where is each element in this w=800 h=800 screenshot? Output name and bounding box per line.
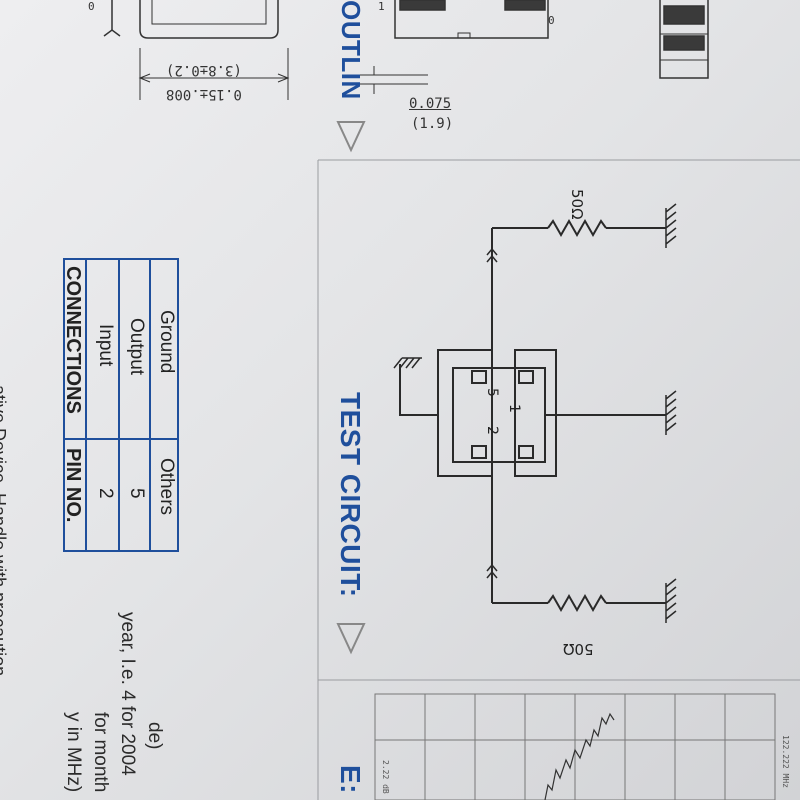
outline-edge-fragment-2: 1 (378, 0, 385, 13)
triangle-marker-icon (336, 623, 366, 655)
triangle-marker-icon (336, 121, 366, 153)
outline-edge-fragment-1: 0 (88, 0, 95, 13)
outline-edge-fragment-3: 0 (548, 14, 555, 27)
outline-height-dim-mm: (1.9) (411, 116, 454, 132)
response-freq-label: 122.222 MHz (781, 735, 790, 788)
response-ref-level: 2.22 dB (381, 760, 390, 794)
pin-connection-table: CONNECTIONS PIN NO. Input 2 Output 5 Gro… (62, 258, 179, 552)
outline-height-dim-in: 0.075 (409, 96, 452, 112)
